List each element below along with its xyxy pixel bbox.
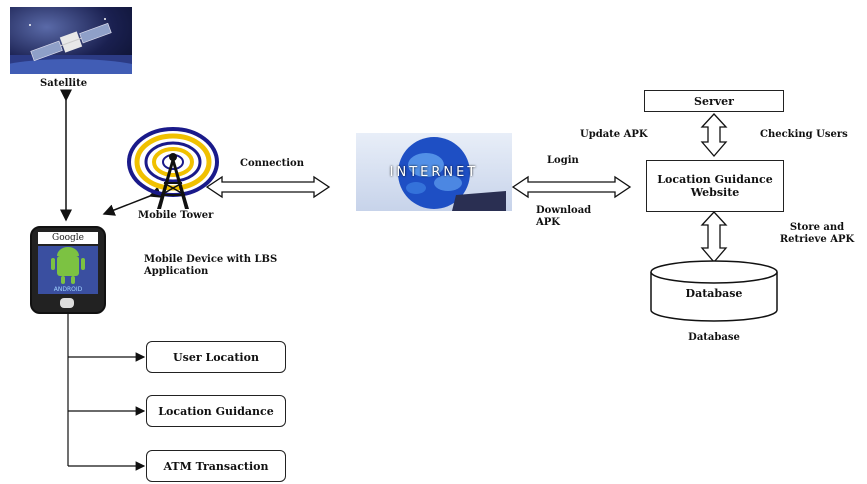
server-box: Server [644, 90, 784, 112]
website-database-double-arrow [700, 211, 728, 263]
checking-users-label: Checking Users [760, 129, 848, 140]
internet-image: INTERNET [356, 133, 512, 211]
mobile-tower-label: Mobile Tower [138, 210, 214, 221]
phone-os-label: ANDROID [53, 286, 83, 293]
mobile-tower-icon [124, 125, 222, 213]
location-guidance-box: Location Guidance [146, 395, 286, 427]
phone-device: Google ANDROID [30, 226, 106, 314]
database-cylinder [650, 260, 778, 322]
tower-phone-arrow [102, 186, 162, 216]
internet-text: INTERNET [389, 165, 479, 180]
connection-label: Connection [240, 158, 304, 169]
phone-screen: ANDROID [38, 246, 98, 294]
atm-transaction-box: ATM Transaction [146, 450, 286, 482]
phone-home-button [60, 298, 74, 308]
login-label: Login [547, 155, 579, 166]
login-double-arrow [511, 175, 632, 199]
database-label: Database [685, 287, 743, 300]
store-retrieve-label: Store and Retrieve APK [779, 222, 855, 245]
download-label: Download APK [536, 205, 592, 228]
server-website-double-arrow [700, 113, 728, 157]
satellite-image [10, 7, 132, 74]
android-icon [51, 247, 85, 284]
phone-brand: Google [38, 232, 98, 244]
connection-double-arrow [205, 175, 331, 199]
user-location-box: User Location [146, 341, 286, 373]
mobile-device-label: Mobile Device with LBS Application [144, 254, 278, 277]
satellite-icon [10, 18, 132, 74]
database-caption: Database [688, 332, 740, 343]
update-apk-label: Update APK [580, 129, 648, 140]
satellite-label: Satellite [40, 78, 88, 89]
website-box: Location Guidance Website [646, 160, 784, 212]
